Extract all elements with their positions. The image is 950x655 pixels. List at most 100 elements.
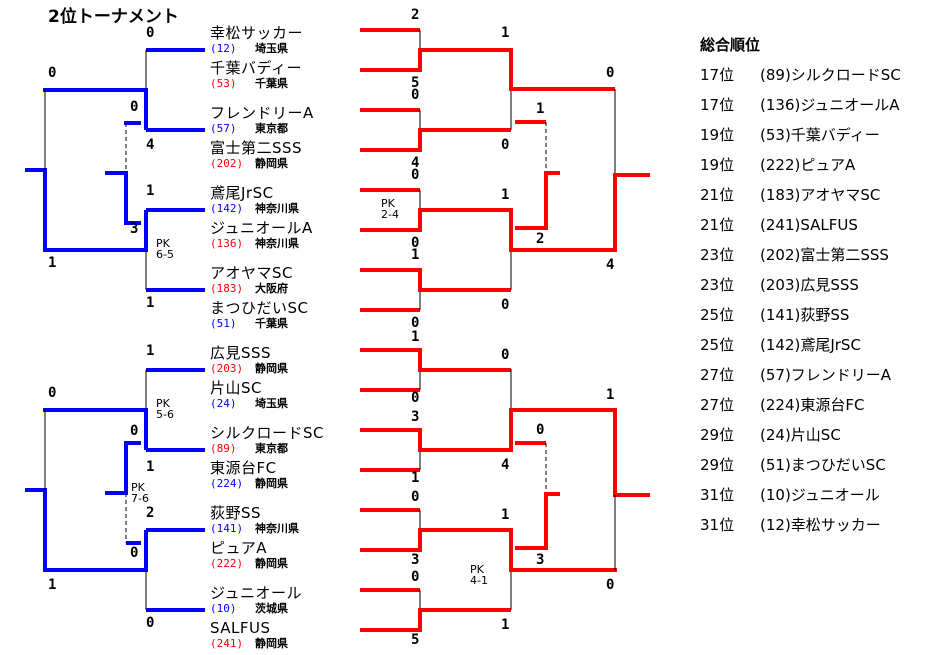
rank-position: 25位: [700, 336, 735, 354]
team-name: 広見SSS: [210, 344, 272, 362]
match-score: 1: [411, 247, 420, 263]
team-seed: (202): [210, 157, 244, 170]
penalty-kick-result: PK 5-6: [156, 397, 174, 421]
team-name: ジュニオールA: [210, 219, 313, 237]
match-score: 0: [411, 87, 420, 103]
team-name: ピュアA: [210, 539, 267, 557]
match-score: 1: [411, 470, 420, 486]
ranking-row: 23位 (202)富士第二SSS: [700, 246, 901, 276]
match-score: 1: [501, 25, 510, 41]
rank-position: 19位: [700, 126, 735, 144]
rank-team: (222)ピュアA: [760, 156, 856, 174]
ranking-row: 27位 (224)東源台FC: [700, 396, 901, 426]
match-score: 0: [130, 99, 139, 115]
rank-position: 27位: [700, 396, 735, 414]
team-prefecture: 埼玉県: [255, 42, 288, 55]
rank-team: (203)広見SSS: [760, 276, 859, 294]
rank-team: (183)アオヤマSC: [760, 186, 881, 204]
team-prefecture: 神奈川県: [255, 237, 299, 250]
team-seed: (24): [210, 397, 237, 410]
team-prefecture: 茨城県: [255, 602, 288, 615]
match-score: 0: [411, 315, 420, 331]
match-score: 4: [411, 155, 420, 171]
team-name: アオヤマSC: [210, 264, 293, 282]
rank-team: (202)富士第二SSS: [760, 246, 889, 264]
match-score: 1: [146, 343, 155, 359]
penalty-kick-result: PK 2-4: [381, 197, 399, 221]
ranking-row: 29位 (51)まつひだいSC: [700, 456, 901, 486]
match-score: 1: [501, 187, 510, 203]
rank-team: (224)東源台FC: [760, 396, 865, 414]
team-name: ジュニオール: [210, 584, 302, 602]
team-name: SALFUS: [210, 619, 271, 637]
match-score: 5: [411, 632, 420, 648]
rank-team: (141)荻野SS: [760, 306, 850, 324]
team-seed: (57): [210, 122, 237, 135]
match-score: 0: [146, 25, 155, 41]
match-score: 3: [411, 409, 420, 425]
ranking-row: 19位 (222)ピュアA: [700, 156, 901, 186]
match-score: 1: [536, 101, 545, 117]
team-seed: (203): [210, 362, 244, 375]
rank-team: (24)片山SC: [760, 426, 841, 444]
ranking-row: 21位 (183)アオヤマSC: [700, 186, 901, 216]
team-name: 片山SC: [210, 379, 262, 397]
match-score: 0: [536, 422, 545, 438]
rank-position: 19位: [700, 156, 735, 174]
team-seed: (142): [210, 202, 244, 215]
rank-position: 31位: [700, 516, 735, 534]
rank-position: 31位: [700, 486, 735, 504]
match-score: 0: [48, 385, 57, 401]
match-score: 0: [130, 423, 139, 439]
team-prefecture: 静岡県: [255, 477, 288, 490]
ranking-header: 総合順位: [700, 36, 761, 54]
team-name: 幸松サッカー: [210, 24, 304, 42]
match-score: 1: [146, 459, 155, 475]
ranking-row: 19位(53)千葉バディー: [700, 126, 901, 156]
match-score: 0: [411, 390, 420, 406]
team-prefecture: 静岡県: [255, 362, 288, 375]
match-score: 1: [146, 183, 155, 199]
rank-team: (57)フレンドリーA: [760, 366, 892, 384]
rank-position: 21位: [700, 186, 735, 204]
match-score: 0: [48, 65, 57, 81]
team-prefecture: 神奈川県: [255, 522, 299, 535]
match-score: 4: [501, 457, 510, 473]
team-seed: (183): [210, 282, 244, 295]
team-prefecture: 千葉県: [255, 317, 288, 330]
team-seed: (10): [210, 602, 237, 615]
ranking-row: 27位(57)フレンドリーA: [700, 366, 901, 396]
rank-team: (142)鳶尾JrSC: [760, 336, 861, 354]
match-score: 0: [606, 65, 615, 81]
team-seed: (89): [210, 442, 237, 455]
match-score: 1: [606, 387, 615, 403]
rank-team: (241)SALFUS: [760, 216, 858, 234]
team-name: 鳶尾JrSC: [210, 184, 274, 202]
match-score: 2: [146, 505, 155, 521]
rank-position: 29位: [700, 426, 735, 444]
match-score: 5: [411, 75, 420, 91]
match-score: 0: [146, 615, 155, 631]
match-score: 0: [130, 545, 139, 561]
team-prefecture: 東京都: [255, 122, 288, 135]
rank-team: (51)まつひだいSC: [760, 456, 886, 474]
team-prefecture: 静岡県: [255, 557, 288, 570]
penalty-kick-result: PK 6-5: [156, 237, 174, 261]
rank-position: 29位: [700, 456, 735, 474]
match-score: 0: [501, 297, 510, 313]
ranking-row: 29位 (24)片山SC: [700, 426, 901, 456]
team-seed: (53): [210, 77, 237, 90]
ranking-row: 23位(203)広見SSS: [700, 276, 901, 306]
team-prefecture: 静岡県: [255, 157, 288, 170]
match-score: 3: [536, 552, 545, 568]
match-score: 0: [411, 167, 420, 183]
rank-team: (136)ジュニオールA: [760, 96, 900, 114]
match-score: 0: [411, 569, 420, 585]
team-name: シルクロードSC: [210, 424, 324, 442]
ranking-row: 25位 (142)鳶尾JrSC: [700, 336, 901, 366]
team-prefecture: 静岡県: [255, 637, 288, 650]
rank-position: 23位: [700, 246, 735, 264]
ranking-row: 21位(241)SALFUS: [700, 216, 901, 246]
ranking-row: 17位(136)ジュニオールA: [700, 96, 901, 126]
